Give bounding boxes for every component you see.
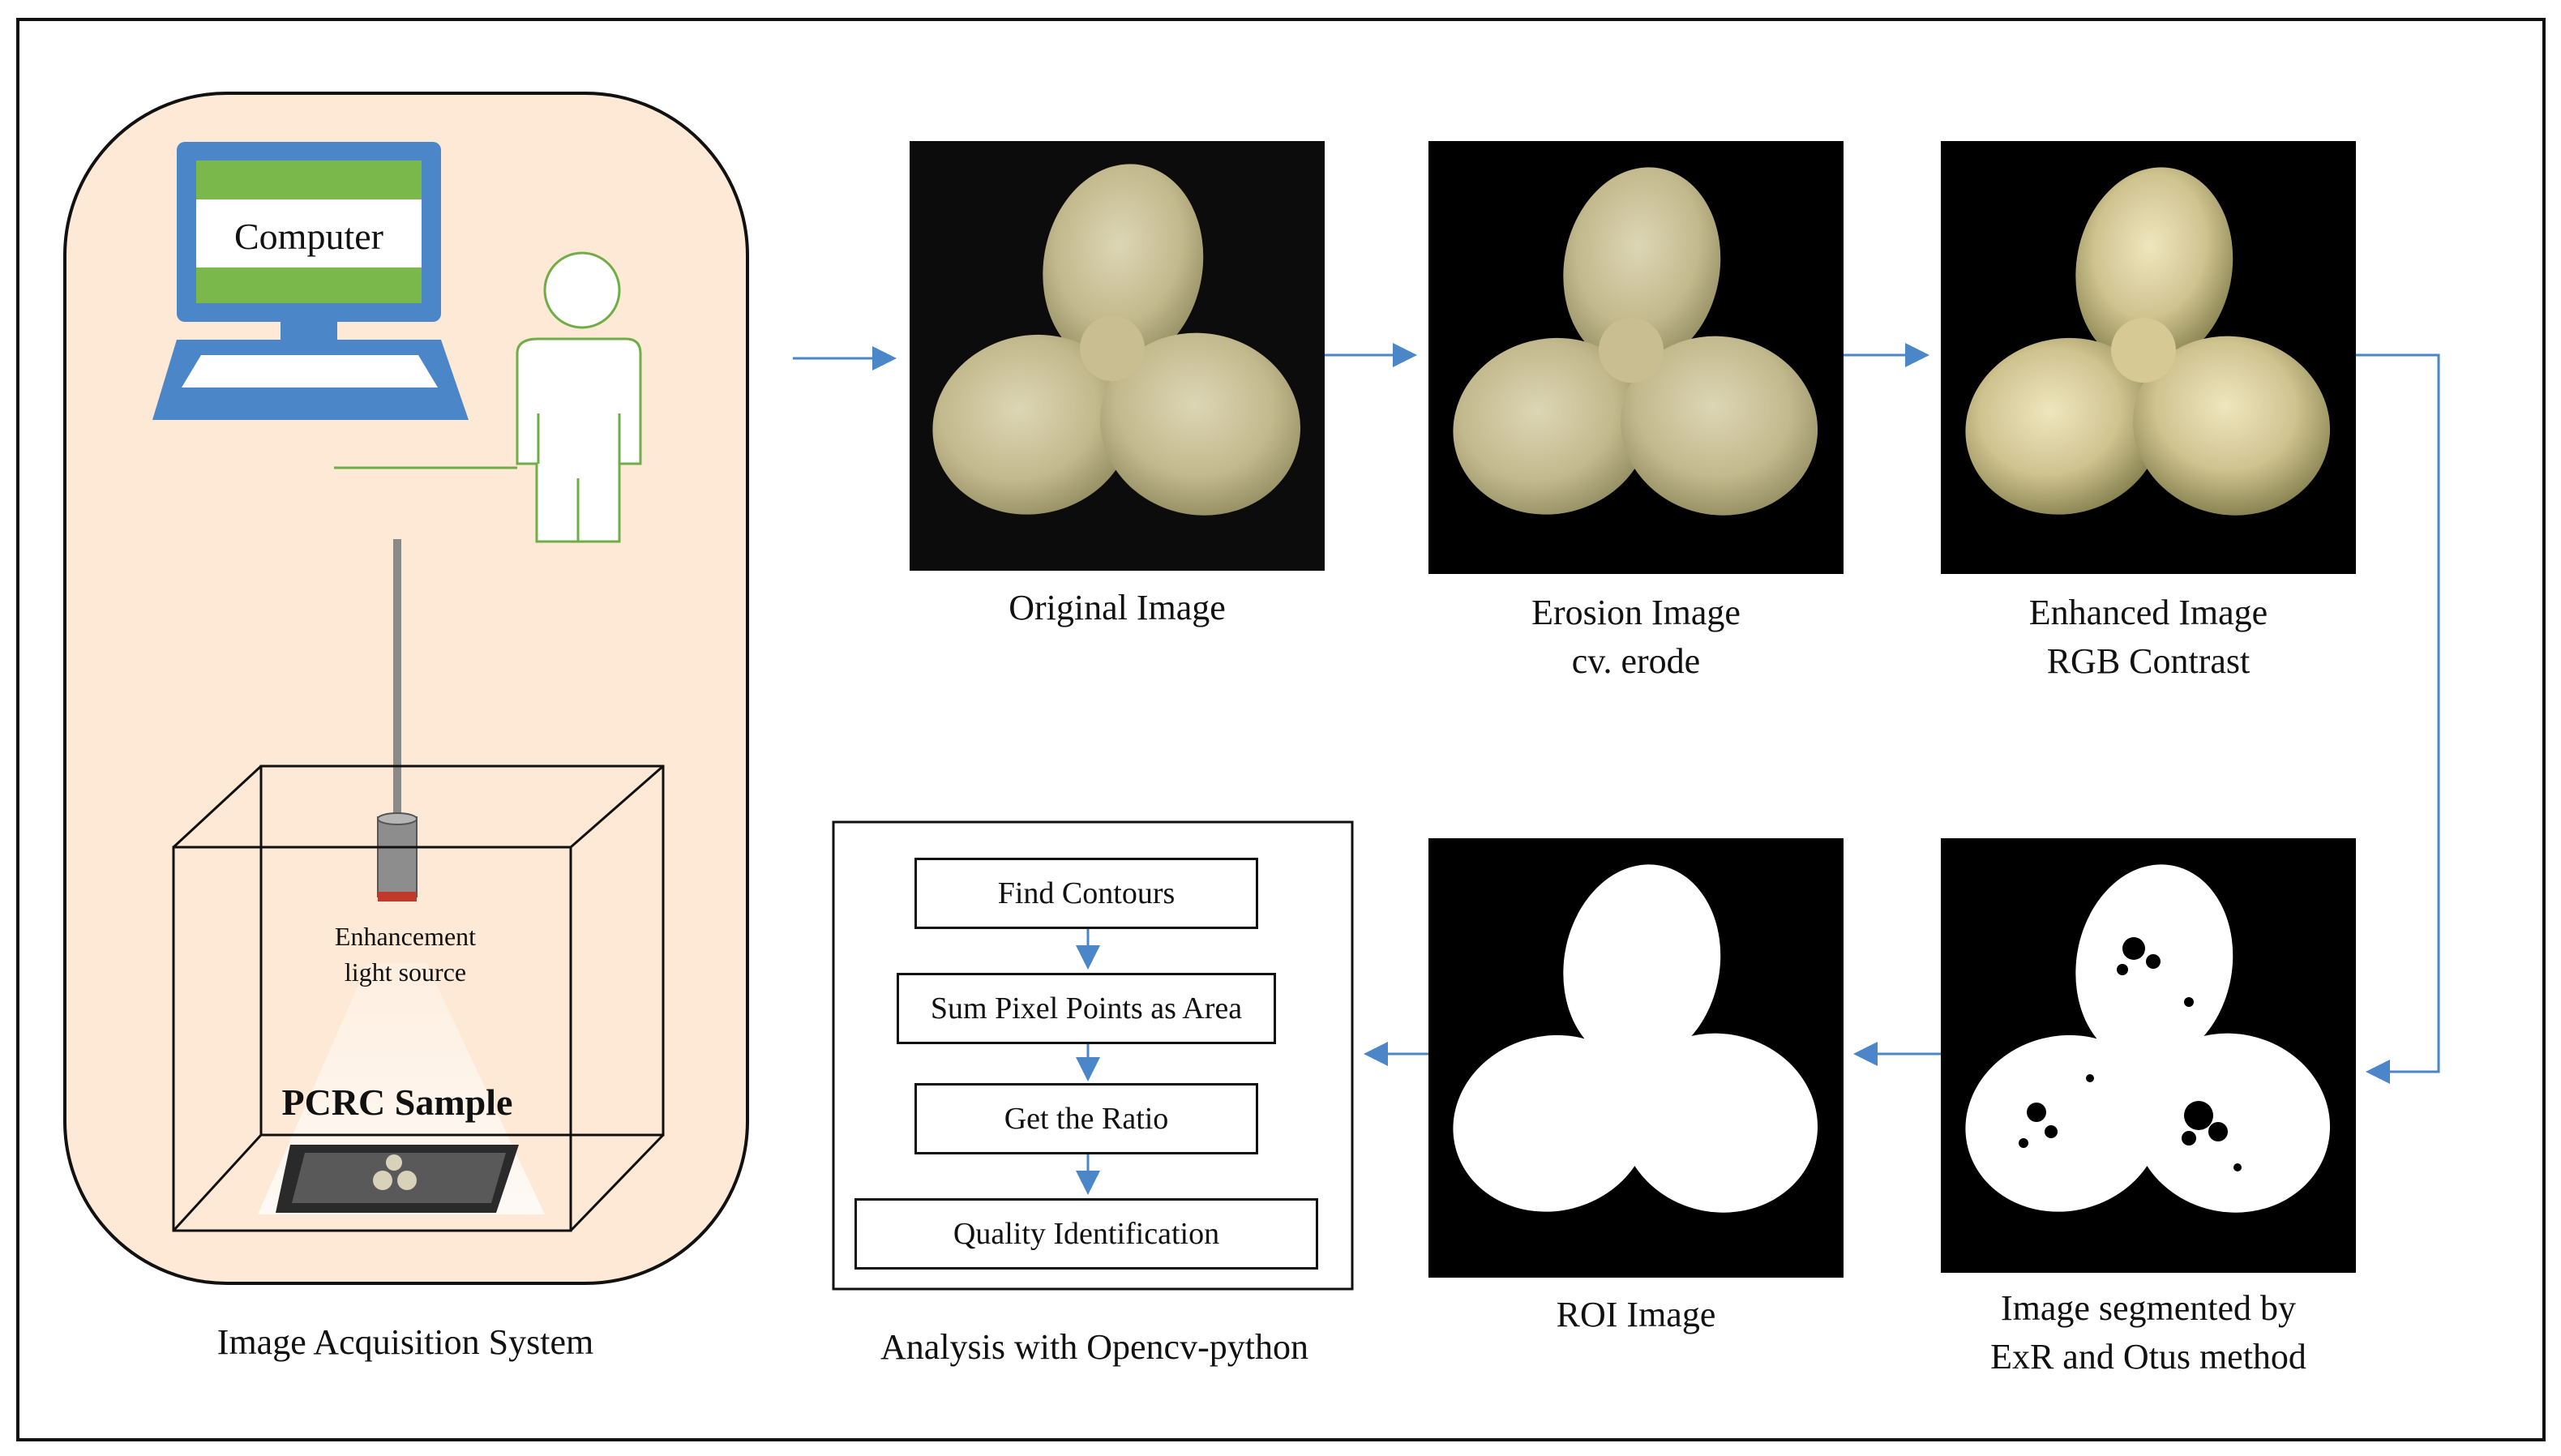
roi-image-tile [1428, 838, 1844, 1278]
imaging-box [172, 764, 665, 1232]
enhanced-image-caption-line2: RGB Contrast [2046, 641, 2251, 681]
erosion-image-caption-line1: Erosion Image [1531, 593, 1741, 632]
erosion-image-caption-line2: cv. erode [1571, 641, 1701, 681]
step-get-ratio: Get the Ratio [914, 1083, 1258, 1154]
enhanced-image-caption-line1: Enhanced Image [2028, 593, 2268, 632]
analysis-caption: Analysis with Opencv-python [880, 1327, 1308, 1367]
segmented-image-caption-line1: Image segmented by [2000, 1288, 2297, 1328]
original-image-caption: Original Image [1009, 588, 1226, 627]
step-quality-identification: Quality Identification [854, 1198, 1318, 1270]
roi-image-caption: ROI Image [1556, 1295, 1716, 1334]
sample-tray [276, 1145, 519, 1213]
light-source-label-line2: light source [344, 957, 467, 987]
original-image-tile [910, 141, 1325, 571]
flow-arrows [793, 343, 2440, 1195]
sample-label: PCRC Sample [281, 1081, 513, 1123]
enhanced-image-tile [1941, 141, 2356, 574]
segmented-image-caption-line2: ExR and Otus method [1990, 1337, 2306, 1377]
segmented-image-tile [1941, 838, 2356, 1273]
erosion-image-tile [1428, 141, 1844, 574]
step-sum-pixel-points: Sum Pixel Points as Area [897, 973, 1276, 1044]
camera-icon [377, 539, 418, 901]
light-source-label-line1: Enhancement [334, 922, 477, 951]
outer-frame [16, 18, 2546, 1441]
arrow-enhanced-to-segmented [2356, 353, 2440, 1084]
acquisition-caption: Image Acquisition System [216, 1322, 594, 1362]
computer-icon [152, 142, 469, 420]
person-icon [334, 251, 642, 543]
step-find-contours: Find Contours [914, 858, 1258, 929]
computer-label: Computer [234, 216, 383, 257]
